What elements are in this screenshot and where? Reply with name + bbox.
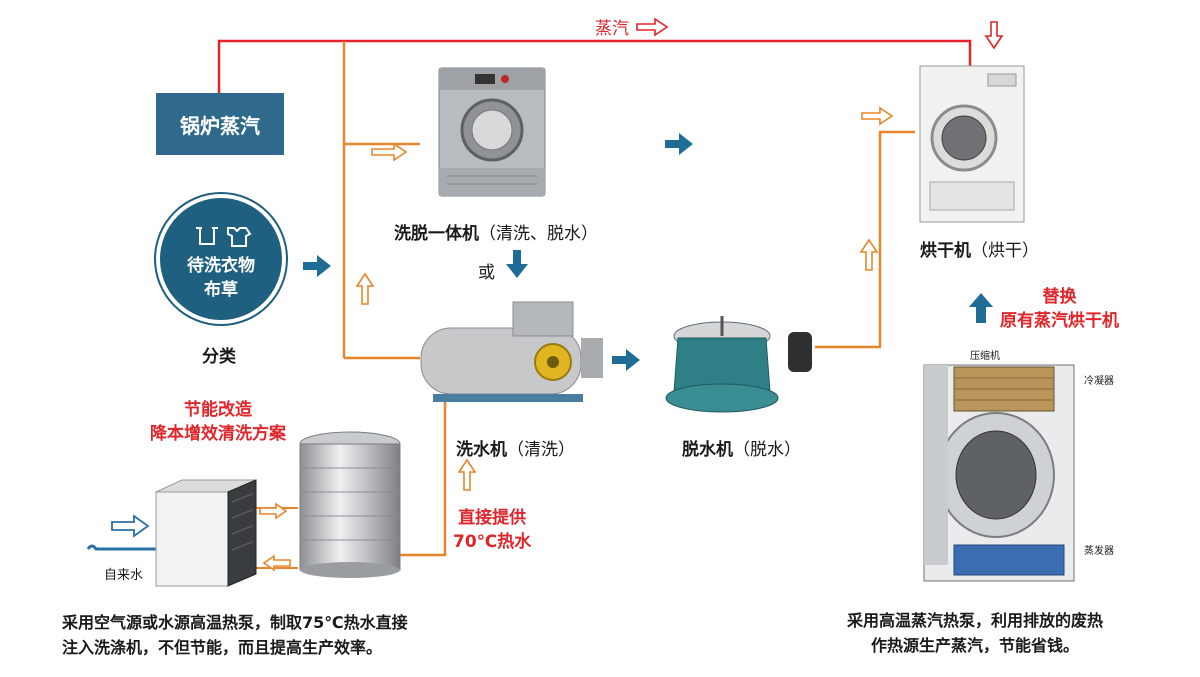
flow-arrow-icon — [665, 133, 693, 155]
boiler-box: 锅炉蒸汽 — [156, 93, 284, 155]
down-arrow-icon — [984, 21, 1004, 50]
hot-water-label: 直接提供 70℃热水 — [453, 506, 531, 554]
dryer-name: 烘干机 — [920, 241, 971, 261]
air-heat-pump-image — [155, 479, 257, 587]
hot-water-line2: 70℃热水 — [453, 532, 532, 552]
left-note-line1: 采用空气源或水源高温热泵，制取75℃热水直接 — [62, 613, 408, 632]
left-note-line2: 注入洗涤机，不但节能，而且提高生产效率。 — [62, 638, 383, 657]
hot-water-line — [400, 395, 447, 557]
circle-line2: 布草 — [204, 280, 238, 300]
right-note-line2: 作热源生产蒸汽，节能省钱。 — [870, 636, 1079, 655]
flow-arrow-icon — [506, 250, 528, 278]
left-note: 采用空气源或水源高温热泵，制取75℃热水直接 注入洗涤机，不但节能，而且提高生产… — [62, 610, 408, 660]
or-label: 或 — [478, 263, 495, 283]
extractor-detail: （脱水） — [733, 440, 801, 460]
energy-title: 节能改造 降本增效清洗方案 — [128, 398, 308, 446]
washer-extractor-label: 洗脱一体机（清洗、脱水） — [394, 219, 598, 244]
water-tank-image — [299, 431, 401, 578]
steam-arrow-icon — [636, 17, 669, 37]
dryer-label: 烘干机（烘干） — [920, 236, 1039, 261]
replace-arrow-icon — [969, 293, 993, 323]
tap-arrow-icon — [111, 514, 150, 538]
replace-label: 替换 原有蒸汽烘干机 — [1000, 285, 1119, 333]
dryer-image — [919, 65, 1025, 223]
tap-water-pipe — [86, 544, 158, 551]
steam-label: 蒸汽 — [595, 19, 629, 39]
extractor-image — [665, 316, 812, 413]
washer-detail: （清洗） — [507, 440, 575, 460]
washer-extractor-name: 洗脱一体机 — [394, 224, 479, 244]
condenser-label: 冷凝器 — [1084, 376, 1114, 387]
energy-title-line1: 节能改造 — [184, 400, 252, 420]
evaporator-label: 蒸发器 — [1084, 546, 1114, 557]
extractor-name: 脱水机 — [682, 440, 733, 460]
right-note-line1: 采用高温蒸汽热泵，利用排放的废热 — [846, 611, 1103, 630]
steam-heat-pump-image — [923, 364, 1075, 582]
washer-label: 洗水机（清洗） — [456, 435, 575, 460]
extractor-label: 脱水机（脱水） — [682, 435, 801, 460]
clothes-icon — [196, 227, 252, 247]
sort-label: 分类 — [202, 347, 236, 367]
compressor-label: 压缩机 — [970, 351, 1000, 362]
replace-line2: 原有蒸汽烘干机 — [1000, 311, 1119, 331]
flow-arrow-icon — [303, 255, 331, 277]
dryer-feed-line — [815, 130, 915, 349]
right-note: 采用高温蒸汽热泵，利用排放的废热 作热源生产蒸汽，节能省钱。 — [800, 608, 1150, 658]
boiler-label: 锅炉蒸汽 — [180, 113, 260, 138]
hot-water-line1: 直接提供 — [458, 508, 527, 528]
dryer-detail: （烘干） — [971, 241, 1039, 261]
washer-extractor-detail: （清洗、脱水） — [479, 224, 598, 244]
washer-name: 洗水机 — [456, 440, 507, 460]
tap-water-label: 自来水 — [104, 568, 144, 583]
steam-line — [217, 39, 972, 93]
replace-line1: 替换 — [1042, 287, 1077, 307]
washer-image — [420, 301, 603, 402]
circle-line1: 待洗衣物 — [187, 256, 255, 276]
washer-extractor-image — [438, 67, 546, 197]
energy-title-line2: 降本增效清洗方案 — [150, 424, 286, 444]
laundry-circle: 待洗衣物 布草 — [160, 198, 282, 320]
flow-arrow-icon — [612, 349, 640, 371]
